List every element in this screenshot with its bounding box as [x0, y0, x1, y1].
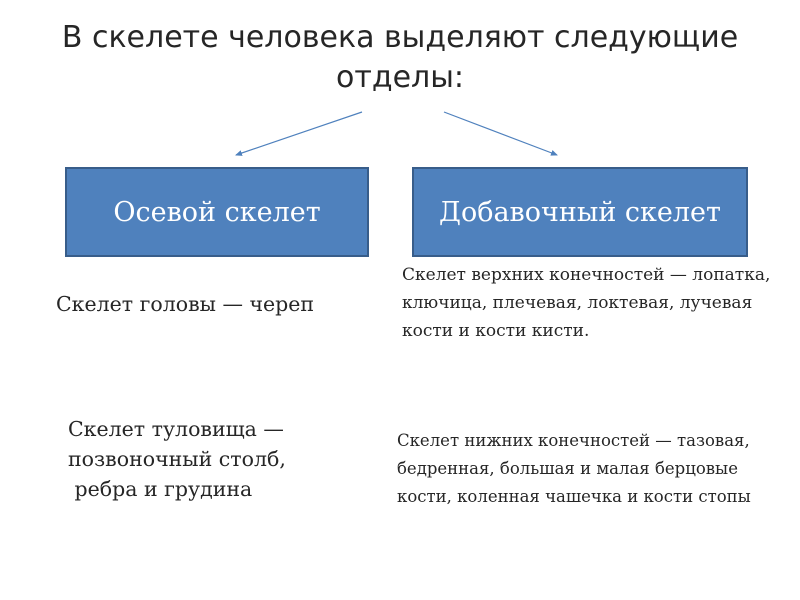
trunk-line-1: Скелет туловища — — [68, 417, 284, 441]
page-title: В скелете человека выделяют следующие от… — [60, 18, 740, 98]
axial-skeleton-box: Осевой скелет — [65, 167, 369, 257]
trunk-text: Скелет туловища — позвоночный столб, реб… — [68, 414, 368, 504]
axial-skeleton-label: Осевой скелет — [113, 196, 321, 228]
title-line-1: В скелете человека выделяют следующие — [61, 20, 739, 55]
trunk-line-3: ребра и грудина — [68, 477, 253, 501]
arrow-to-accessory — [443, 111, 558, 156]
title-line-2: отделы: — [336, 60, 464, 95]
accessory-skeleton-label: Добавочный скелет — [439, 196, 721, 228]
lower-limbs-text: Скелет нижних конечностей — тазовая, бед… — [397, 431, 751, 506]
skull-text: Скелет головы — череп — [56, 292, 315, 316]
accessory-skeleton-box: Добавочный скелет — [412, 167, 748, 257]
trunk-line-2: позвоночный столб, — [68, 447, 286, 471]
arrow-to-axial — [235, 111, 363, 156]
upper-limbs-text: Скелет верхних конечностей — лопатка, кл… — [402, 265, 771, 341]
